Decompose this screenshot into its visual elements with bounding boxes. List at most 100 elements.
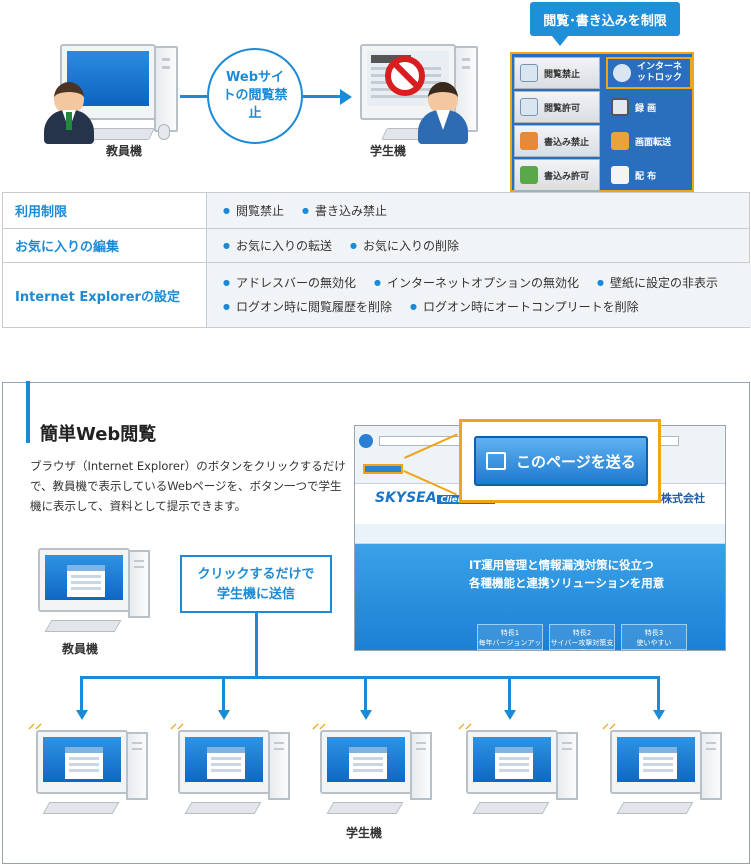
section-description: ブラウザ（Internet Explorer）のボタンをクリックするだけで、教員… <box>30 459 346 513</box>
row-content: 閲覧禁止書き込み禁止 <box>207 193 749 228</box>
student-pc-tower <box>268 732 290 800</box>
teacher-tower <box>154 46 178 132</box>
list-item: アドレスバーの無効化 <box>223 271 356 295</box>
feature-table: 利用制限 閲覧禁止書き込み禁止 お気に入りの編集 お気に入りの転送お気に入りの削… <box>2 192 751 328</box>
student-pc-tower <box>700 732 722 800</box>
student-pc-keyboard <box>616 802 694 814</box>
teacher-pc-keyboard <box>44 620 122 632</box>
teacher-pc-label: 教員機 <box>62 642 99 656</box>
teacher-pc-tower <box>128 550 150 618</box>
teacher-mouse <box>158 124 170 140</box>
logo-text: SKYSEA <box>375 490 437 506</box>
feature-title: 特長3 <box>644 629 664 637</box>
internet-lock-button[interactable]: インターネットロック <box>606 57 692 89</box>
send-page-mini-button[interactable] <box>363 464 403 474</box>
row-content: お気に入りの転送お気に入りの削除 <box>207 229 749 262</box>
hero-heading: IT運用管理と情報漏洩対策に役立つ 各種機能と連携ソリューションを用意 <box>469 556 664 592</box>
row-header: 利用制限 <box>3 193 207 228</box>
record-icon <box>611 98 629 116</box>
send-page-button[interactable]: このページを送る <box>474 436 648 486</box>
list-item: お気に入りの転送 <box>223 234 332 258</box>
internet-lock-icon <box>613 64 631 82</box>
write-block-label: 書込み禁止 <box>544 137 590 148</box>
connector-drop-4 <box>508 676 511 712</box>
panel-right-column: インターネットロック 録 画 画面転送 配 布 <box>604 54 694 190</box>
list-item: ログオン時にオートコンプリートを削除 <box>410 295 639 319</box>
teacher-keyboard <box>87 128 155 140</box>
arrow-head-right <box>340 89 352 105</box>
notify-sparkle-icon: ⸝⸝ <box>28 716 42 732</box>
student-label: 学生機 <box>370 144 407 158</box>
student-pc-keyboard <box>472 802 550 814</box>
student-pc-monitor <box>178 730 270 794</box>
globe-allow-icon <box>520 98 538 116</box>
row-content: アドレスバーの無効化インターネットオプションの無効化壁紙に設定の非表示 ログオン… <box>207 263 751 327</box>
record-label: 録 画 <box>635 103 657 114</box>
restriction-banner: 閲覧･書き込みを制限 <box>530 2 680 46</box>
back-icon[interactable] <box>359 434 373 448</box>
student-pc-keyboard <box>184 802 262 814</box>
table-row: Internet Explorerの設定 アドレスバーの無効化インターネットオプ… <box>3 263 751 327</box>
connector-drop-1 <box>80 676 83 712</box>
send-page-label: このページを送る <box>516 452 636 471</box>
document-icon <box>611 166 629 184</box>
arrow-head-5 <box>653 710 665 720</box>
list-item: 閲覧禁止 <box>223 199 284 223</box>
arrow-head-1 <box>76 710 88 720</box>
screen-transfer-button[interactable]: 画面転送 <box>606 125 692 157</box>
prohibited-icon <box>385 56 425 96</box>
site-nav <box>355 524 725 544</box>
section-title: 簡単Web閲覧 <box>40 424 157 445</box>
connector-drop-2 <box>222 676 225 712</box>
student-pcs-label: 学生機 <box>346 826 383 840</box>
send-callout: クリックするだけで学生機に送信 <box>180 555 332 613</box>
browse-block-button[interactable]: 閲覧禁止 <box>514 57 600 89</box>
feature-card[interactable]: 特長1毎年バージョンアップ <box>477 624 543 650</box>
feature-card[interactable]: 特長2 サイバー攻撃対策支援 <box>549 624 615 650</box>
browse-allow-button[interactable]: 閲覧許可 <box>514 91 600 123</box>
arrow-line-left <box>180 95 208 98</box>
feature-text: サイバー攻撃対策支援 <box>550 639 614 650</box>
write-block-button[interactable]: 書込み禁止 <box>514 125 600 157</box>
section-accent-bar <box>26 381 30 443</box>
internet-lock-label: インターネットロック <box>637 62 683 83</box>
distribute-button[interactable]: 配 布 <box>606 159 692 191</box>
send-page-icon <box>486 452 506 470</box>
student-pc-monitor <box>320 730 412 794</box>
banner-text: 閲覧･書き込みを制限 <box>543 13 667 29</box>
arrow-line-right <box>303 95 343 98</box>
hero-line-2: 各種機能と連携ソリューションを用意 <box>469 576 665 590</box>
teacher-avatar <box>44 82 94 144</box>
student-pc-monitor <box>466 730 558 794</box>
callout-text: クリックするだけで学生機に送信 <box>197 567 315 602</box>
teacher-label: 教員機 <box>106 144 143 158</box>
student-pc-tower <box>126 732 148 800</box>
zoom-callout: このページを送る <box>459 419 661 503</box>
browse-block-label: 閲覧禁止 <box>544 69 581 80</box>
connector-drop-3 <box>364 676 367 712</box>
arrow-head-2 <box>218 710 230 720</box>
student-pc-keyboard <box>326 802 404 814</box>
connector-drop-5 <box>657 676 660 712</box>
write-allow-button[interactable]: 書込み許可 <box>514 159 600 191</box>
student-pc-tower <box>556 732 578 800</box>
notify-sparkle-icon: ⸝⸝ <box>458 716 472 732</box>
hero-line-1: IT運用管理と情報漏洩対策に役立つ <box>469 558 654 572</box>
globe-block-icon <box>520 64 538 82</box>
feature-title: 特長1 <box>500 629 520 637</box>
connector-bus <box>80 676 660 679</box>
web-block-bubble: Webサイトの閲覧禁止 <box>207 48 303 144</box>
record-button[interactable]: 録 画 <box>606 91 692 123</box>
row-header: お気に入りの編集 <box>3 229 207 262</box>
student-pc-tower <box>410 732 432 800</box>
student-pc-monitor <box>36 730 128 794</box>
list-item: インターネットオプションの無効化 <box>374 271 579 295</box>
feature-title: 特長2 <box>572 629 592 637</box>
notify-sparkle-icon: ⸝⸝ <box>170 716 184 732</box>
list-item: ログオン時に閲覧履歴を削除 <box>223 295 392 319</box>
list-item: 書き込み禁止 <box>302 199 387 223</box>
browse-allow-label: 閲覧許可 <box>544 103 581 114</box>
table-row: お気に入りの編集 お気に入りの転送お気に入りの削除 <box>3 229 749 263</box>
